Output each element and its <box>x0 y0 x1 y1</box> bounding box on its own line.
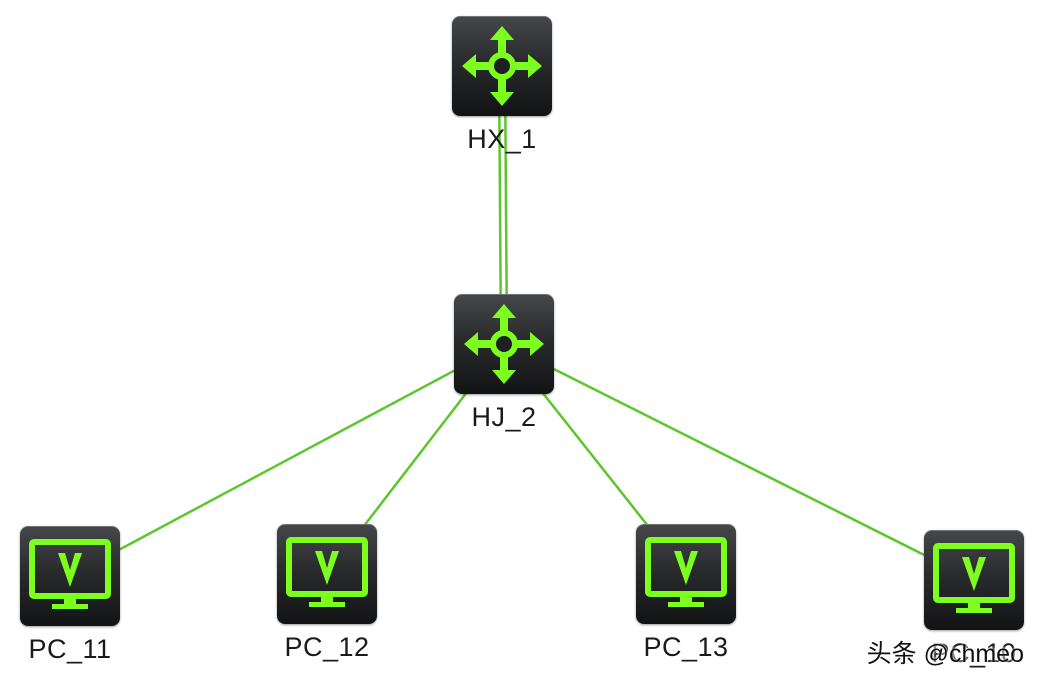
router-arrows-icon <box>464 304 544 384</box>
link-hj_2-pc_11 <box>69 342 505 578</box>
link-hj_2-pc_10 <box>503 342 975 582</box>
monitor-v-icon <box>933 543 1015 613</box>
router-tile <box>452 16 552 116</box>
node-label: PC_11 <box>28 634 112 664</box>
pc-tile <box>277 524 377 624</box>
pc-tile <box>636 524 736 624</box>
monitor-v-icon <box>645 537 727 607</box>
monitor-v-icon <box>29 539 111 609</box>
node-label: HX_1 <box>467 124 537 154</box>
router-arrows-icon <box>462 26 542 106</box>
router-tile <box>454 294 554 394</box>
watermark-text: 头条 @chmeo <box>866 640 1024 668</box>
monitor-v-icon <box>286 537 368 607</box>
node-label: PC_12 <box>284 632 370 662</box>
node-label: HJ_2 <box>471 402 537 432</box>
pc-tile <box>20 526 120 626</box>
node-label: PC_10 <box>931 638 1017 668</box>
pc-tile <box>924 530 1024 630</box>
node-label: PC_13 <box>643 632 729 662</box>
